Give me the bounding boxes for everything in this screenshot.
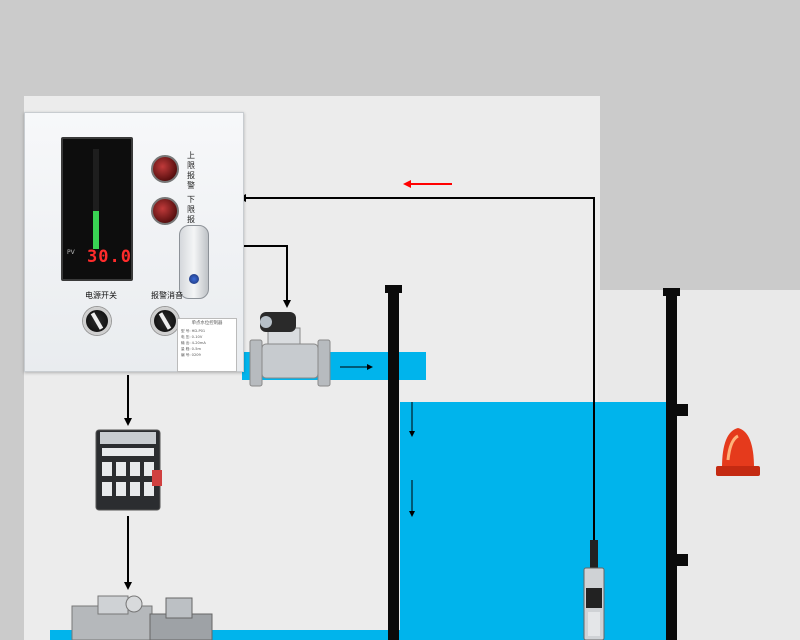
tank-right-wall — [666, 290, 677, 640]
nameplate-title: 单点水位控制器 — [191, 321, 223, 326]
water-pump-icon — [71, 595, 213, 640]
upper-electrode-tab — [676, 404, 688, 416]
lower-alarm-lamp — [151, 197, 179, 225]
controller-to-valve-line — [240, 245, 291, 308]
tank-right-wall-cap — [663, 288, 680, 296]
power-switch-label: 电源开关 — [85, 291, 117, 300]
level-controller-panel: PV 30.0 上限报警 下限报警 电源开关 报警消音 单点水位控制器 型 号:… — [24, 112, 244, 372]
tank-left-wall — [388, 288, 399, 640]
nameplate: 单点水位控制器 型 号: HD-P01 电 压: 0-10V 输 出: 4-20… — [177, 318, 237, 372]
nameplate-line: 编 号: 0209 — [181, 353, 201, 357]
nameplate-line: 量 程: 0-5m — [181, 347, 202, 351]
alarm-beacon-icon — [716, 428, 760, 476]
upper-alarm-lamp — [151, 155, 179, 183]
pv-label: PV — [67, 249, 75, 256]
level-bar-track — [93, 149, 99, 249]
nameplate-line: 型 号: HD-P01 — [181, 329, 206, 333]
level-meter: PV 30.0 — [61, 137, 133, 281]
nameplate-line: 输 出: 4-20mA — [181, 341, 206, 345]
power-switch[interactable] — [83, 307, 111, 335]
bottom-pipe-water — [50, 630, 400, 640]
upper-alarm-label: 上限报警 — [187, 151, 195, 190]
solenoid-valve-icon — [249, 312, 331, 387]
tank-left-wall-cap — [385, 285, 402, 293]
sensor-signal-line — [238, 194, 595, 560]
key-icon — [189, 274, 199, 284]
tank-water — [400, 402, 668, 640]
contactor-icon — [95, 429, 162, 511]
level-sensor-icon — [583, 540, 605, 640]
nameplate-line: 电 压: 0-10V — [181, 335, 203, 339]
alarm-silence-switch[interactable] — [151, 307, 179, 335]
display-value: 30.0 — [87, 247, 132, 267]
panel-lock-handle[interactable] — [179, 225, 209, 299]
lower-electrode-tab — [676, 554, 688, 566]
level-bar-fill — [93, 211, 99, 249]
alarm-silence-label: 报警消音 — [151, 291, 183, 300]
